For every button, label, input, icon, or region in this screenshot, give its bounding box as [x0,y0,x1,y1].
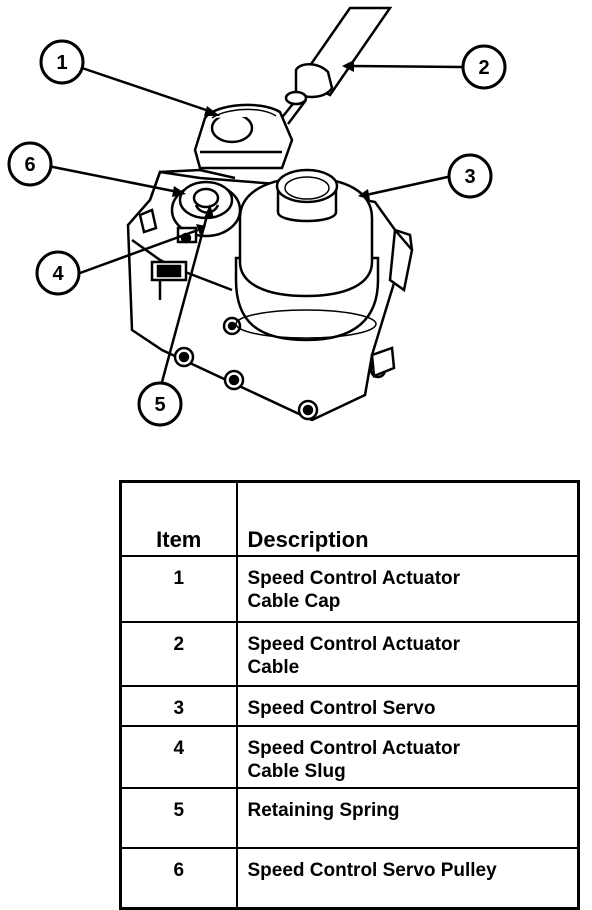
table-row: 4 Speed Control Actuator Cable Slug [119,725,580,789]
callout-4: 4 [35,250,81,296]
callout-6: 6 [7,141,53,187]
item-number: 2 [119,621,238,687]
item-description: Speed Control Servo [235,685,580,727]
callout-1-label: 1 [56,52,67,74]
item-description-text: Retaining Spring [247,800,400,821]
item-description: Speed Control Actuator Cable [235,621,580,687]
item-description: Speed Control Servo Pulley [235,847,580,910]
item-number: 4 [119,725,238,789]
callout-5-label: 5 [154,394,165,416]
item-number: 6 [119,847,238,910]
cable-cap [193,103,294,170]
table-row: 3 Speed Control Servo [119,685,580,727]
item-description-text: Speed Control Actuator Cable [247,634,461,678]
callout-2-label: 2 [478,57,489,79]
description-column-header: Description [235,480,580,557]
servo-canister [234,168,380,342]
servo-assembly-diagram: 1 2 3 4 5 6 [7,6,507,427]
item-column-header: Item [119,480,238,557]
callout-6-label: 6 [24,154,35,176]
item-description: Retaining Spring [235,787,580,849]
table-header-row: Item Description [119,480,580,557]
parts-legend-table: Item Description 1 Speed Control Actuato… [119,480,580,910]
item-number: 3 [119,685,238,727]
item-description-text: Speed Control Actuator Cable Slug [247,738,461,782]
callout-2: 2 [461,44,507,90]
callout-3: 3 [447,153,493,199]
servo-pulley [138,180,242,244]
item-number: 1 [119,555,238,623]
callout-1: 1 [39,39,85,85]
item-number: 5 [119,787,238,849]
callout-5: 5 [137,381,183,427]
callout-3-label: 3 [464,166,475,188]
item-description-text: Speed Control Servo Pulley [247,860,497,881]
table-row: 1 Speed Control Actuator Cable Cap [119,555,580,623]
table-row: 5 Retaining Spring [119,787,580,849]
item-description: Speed Control Actuator Cable Cap [235,555,580,623]
table-row: 2 Speed Control Actuator Cable [119,621,580,687]
leader-arrowheads [172,60,370,235]
callout-4-label: 4 [52,263,64,285]
item-description-text: Speed Control Actuator Cable Cap [247,568,461,612]
leader-lines [47,64,463,383]
actuator-cable [279,6,393,125]
item-description: Speed Control Actuator Cable Slug [235,725,580,789]
item-description-text: Speed Control Servo [247,698,436,719]
table-row: 6 Speed Control Servo Pulley [119,847,580,910]
